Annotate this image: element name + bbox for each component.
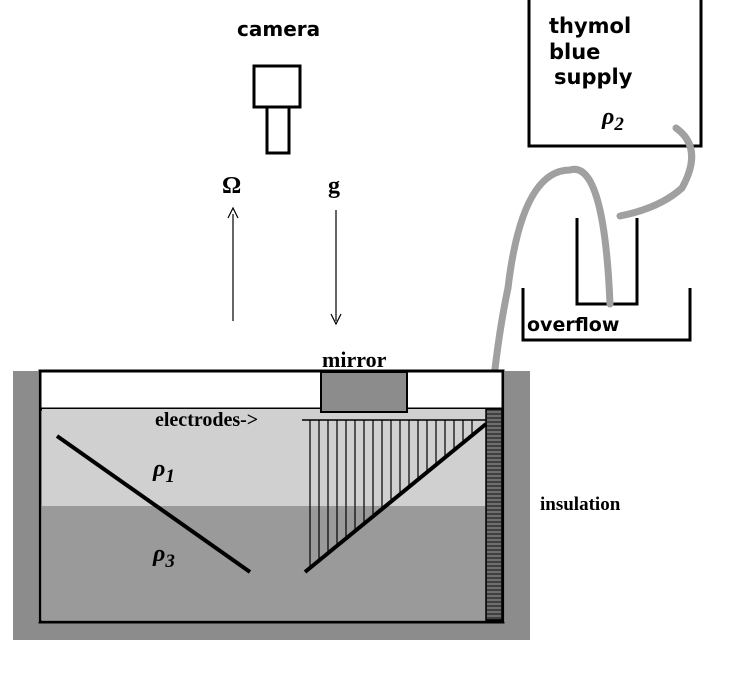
rho1-subscript: 1 <box>165 466 175 487</box>
supply-label-line3: supply <box>554 65 633 89</box>
electrodes-label: electrodes-> <box>155 409 258 431</box>
omega-label: Ω <box>222 173 241 199</box>
camera-label: camera <box>237 17 320 41</box>
lower-layer <box>42 506 486 620</box>
rho2-symbol: ρ <box>601 104 614 130</box>
supply-label-line1: thymol <box>549 14 631 38</box>
right-slope <box>303 422 488 574</box>
gravity-label: g <box>328 173 340 199</box>
rho2-subscript: 2 <box>613 114 624 135</box>
mirror-label: mirror <box>322 347 387 372</box>
mirror <box>320 371 408 413</box>
left-slope <box>55 434 252 574</box>
rho3-subscript: 3 <box>164 551 175 572</box>
svg-text:ρ2: ρ2 <box>601 104 624 135</box>
insulation-hatch <box>487 411 501 617</box>
supply-tube <box>616 124 696 220</box>
feed-tube <box>487 165 614 412</box>
overflow-label: overflow <box>527 314 619 336</box>
insulation-label: insulation <box>540 494 621 515</box>
supply-label-line2: blue <box>549 40 600 64</box>
svg-text:ρ1: ρ1 <box>152 456 175 487</box>
tank-inner-outline <box>38 369 505 624</box>
insulation-strip <box>485 408 503 621</box>
tank-rim <box>38 369 505 411</box>
upper-layer <box>42 409 486 506</box>
rho1-symbol: ρ <box>152 456 165 482</box>
gravity-arrow <box>330 210 342 326</box>
supply-box <box>527 0 703 148</box>
rotation-arrow <box>227 206 239 321</box>
rho3-symbol: ρ <box>152 541 165 567</box>
electrode-array <box>302 419 486 568</box>
camera-icon <box>252 64 302 155</box>
svg-text:ρ3: ρ3 <box>152 541 175 572</box>
